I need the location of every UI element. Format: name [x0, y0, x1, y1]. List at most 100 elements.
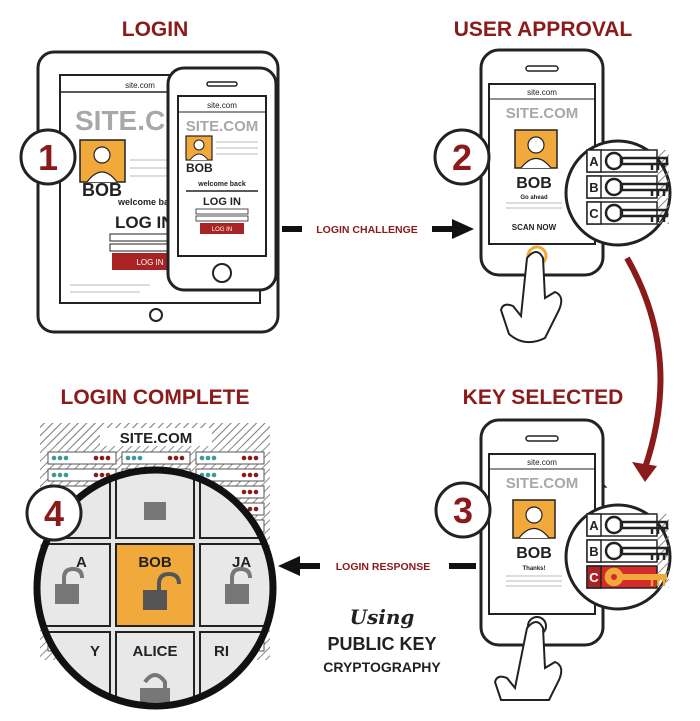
rack-status-light	[253, 455, 259, 461]
bob-vault	[115, 543, 195, 627]
rack-status-light	[253, 472, 259, 478]
caption-line2: CRYPTOGRAPHY	[323, 659, 441, 675]
rack-status-light	[247, 472, 253, 478]
phone1-username: BOB	[186, 161, 213, 175]
rack-status-light	[63, 472, 69, 478]
rack-status-light	[205, 472, 211, 478]
server-site-name: SITE.COM	[120, 430, 193, 447]
rack-status-light	[253, 506, 259, 512]
caption-using: Using	[350, 605, 415, 629]
rack-status-light	[93, 455, 99, 461]
magnifier: BOB ALICE JA A RI Y	[33, 466, 277, 710]
hand-icon-step3	[493, 621, 563, 701]
login-challenge-arrow: LOGIN CHALLENGE	[282, 219, 474, 239]
rack-status-light	[247, 506, 253, 512]
login-response-label: LOGIN RESPONSE	[336, 561, 431, 573]
tablet-url: site.com	[125, 81, 155, 90]
hand-icon	[499, 251, 563, 344]
server-user-alice: ALICE	[133, 643, 178, 660]
phone3-message: Thanks!	[522, 566, 545, 572]
key3-b-label: B	[589, 544, 598, 559]
rack-status-light	[63, 455, 69, 461]
step4-number: 4	[44, 493, 64, 534]
key3-a-label: A	[589, 518, 599, 533]
rack-status-light	[51, 472, 57, 478]
tablet-username: BOB	[82, 180, 122, 200]
rack-status-light	[125, 455, 131, 461]
key3-c-icon-selected	[604, 567, 667, 587]
tablet-welcome: welcome back	[117, 197, 180, 207]
right-padlock-icon	[225, 566, 252, 604]
step1-title: LOGIN	[122, 18, 189, 41]
server-user-ja: JA	[232, 554, 251, 571]
phone2-url: site.com	[527, 88, 557, 97]
step2-number: 2	[452, 137, 472, 178]
rack-status-light	[241, 455, 247, 461]
rack-status-light	[205, 455, 211, 461]
rack-status-light	[105, 455, 111, 461]
step4-badge: 4	[25, 484, 83, 542]
left-padlock-icon	[55, 566, 84, 604]
rack-status-light	[51, 455, 57, 461]
rack-status-light	[167, 455, 173, 461]
phone-step1: site.com SITE.COM BOB welcome back LOG I…	[166, 66, 278, 292]
bob-padlock-icon	[143, 571, 181, 610]
rack-status-light	[57, 472, 63, 478]
rack-status-light	[131, 455, 137, 461]
rack-status-light	[99, 472, 105, 478]
transition-arrow-2-to-3	[624, 256, 664, 482]
rack-unit	[195, 451, 265, 465]
step2-badge: 2	[433, 128, 491, 186]
rack-status-light	[211, 472, 217, 478]
phone2-username: BOB	[516, 175, 552, 192]
step3-title: KEY SELECTED	[463, 386, 624, 409]
rack-status-light	[241, 472, 247, 478]
step3-number: 3	[453, 490, 473, 531]
step4-title: LOGIN COMPLETE	[61, 386, 250, 409]
step1-badge: 1	[19, 128, 77, 186]
step3-badge: 3	[434, 481, 492, 539]
tablet-login-heading: LOG IN	[115, 213, 174, 232]
server-user-y: Y	[90, 643, 100, 660]
rack-status-light	[173, 455, 179, 461]
tablet-home-button	[149, 308, 163, 322]
phone1-url: site.com	[207, 101, 237, 110]
rack-status-light	[247, 455, 253, 461]
tablet-login-button-label: LOG IN	[136, 258, 163, 267]
phone1-welcome: welcome back	[197, 181, 246, 188]
phone2-site-name: SITE.COM	[506, 105, 579, 122]
phone1-login-button-label: LOG IN	[212, 227, 232, 233]
server-user-bob: BOB	[138, 554, 172, 571]
caption-line1: PUBLIC KEY	[327, 634, 436, 654]
step1-number: 1	[38, 137, 58, 178]
rack-status-light	[137, 455, 143, 461]
phone3-url: site.com	[527, 458, 557, 467]
caption: Using PUBLIC KEY CRYPTOGRAPHY	[323, 605, 441, 675]
key-a-label: A	[589, 154, 599, 169]
step2-title: USER APPROVAL	[454, 18, 633, 41]
key3-c-label: C	[589, 570, 599, 585]
rack-status-light	[253, 489, 259, 495]
phone3-site-name: SITE.COM	[506, 475, 579, 492]
server-user-a: A	[76, 554, 87, 571]
phone2-message: Go ahead	[520, 195, 548, 201]
rack-status-light	[211, 455, 217, 461]
key-b-label: B	[589, 180, 598, 195]
phone3-username: BOB	[516, 545, 552, 562]
login-response-arrow: LOGIN RESPONSE	[278, 556, 476, 576]
phone1-login-heading: LOG IN	[203, 196, 241, 208]
phone-step2: site.com SITE.COM BOB Go ahead SCAN NOW	[479, 48, 605, 344]
phone2-scan-now: SCAN NOW	[512, 223, 557, 232]
rack-status-light	[199, 455, 205, 461]
rack-status-light	[57, 455, 63, 461]
server-user-ri: RI	[214, 643, 229, 660]
login-challenge-label: LOGIN CHALLENGE	[316, 224, 418, 236]
rack-status-light	[93, 472, 99, 478]
rack-unit	[47, 451, 117, 465]
key-c-label: C	[589, 206, 599, 221]
rack-unit	[121, 451, 191, 465]
rack-status-light	[247, 489, 253, 495]
tablet-login-button	[112, 253, 178, 270]
rack-status-light	[241, 489, 247, 495]
